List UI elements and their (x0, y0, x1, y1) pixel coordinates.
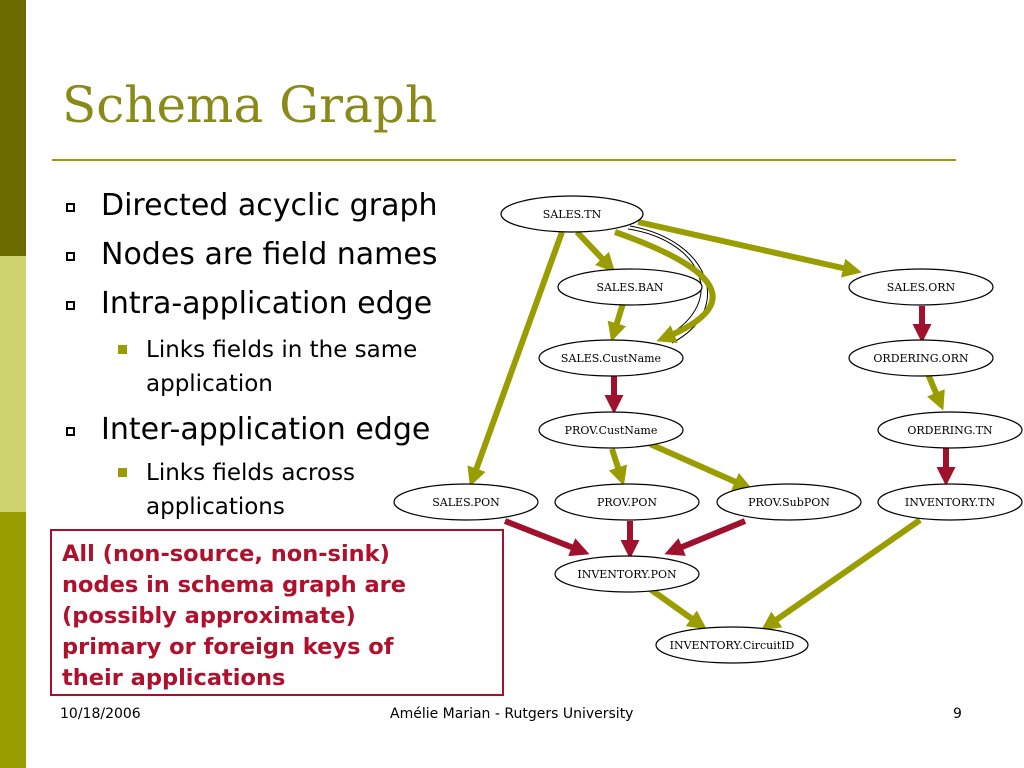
node-inventory-pon: INVENTORY.PON (554, 555, 700, 593)
sub-bullet-intra-line1: Links fields in the same (146, 337, 418, 363)
footer-date: 10/18/2006 (60, 706, 141, 722)
sidebar-block-light (0, 256, 26, 512)
bullet-nodes: Nodes are field names (101, 237, 438, 272)
edge-inter (608, 448, 628, 486)
sub-bullet-inter-line2: applications (146, 494, 285, 520)
svg-text:SALES.ORN: SALES.ORN (887, 281, 956, 294)
edge-inter (467, 230, 565, 487)
bullet-intra-edge: Intra-application edge (101, 286, 433, 321)
svg-text:SALES.CustName: SALES.CustName (561, 352, 661, 365)
sidebar-block-mid (0, 512, 26, 768)
node-inventory-tn: INVENTORY.TN (877, 483, 1023, 521)
bullet-marker (66, 203, 75, 212)
callout-line: nodes in schema graph are (62, 572, 406, 598)
bullet-dag: Directed acyclic graph (101, 188, 438, 223)
node-sales-orn: SALES.ORN (848, 268, 994, 306)
sub-bullet-marker (118, 468, 127, 477)
callout-line: their applications (62, 665, 286, 691)
bullet-marker (66, 427, 75, 436)
sidebar-accent (0, 0, 26, 768)
sidebar-block-dark (0, 0, 26, 256)
svg-text:PROV.SubPON: PROV.SubPON (748, 496, 830, 509)
callout-box: All (non-source, non-sink) nodes in sche… (50, 529, 504, 696)
svg-text:SALES.BAN: SALES.BAN (596, 281, 663, 294)
bullet-marker (66, 252, 75, 261)
node-ordering-tn: ORDERING.TN (877, 411, 1023, 449)
node-sales-pon: SALES.PON (393, 483, 539, 521)
svg-text:PROV.PON: PROV.PON (597, 496, 657, 509)
callout-line: primary or foreign keys of (62, 634, 394, 660)
callout-line: (possibly approximate) (62, 603, 356, 629)
edge-inter (648, 441, 753, 491)
node-inventory-circuitid: INVENTORY.CircuitID (655, 626, 809, 664)
edge-inter (614, 229, 716, 344)
node-sales-ban: SALES.BAN (557, 268, 703, 306)
edge-inter (607, 299, 627, 342)
svg-text:INVENTORY.TN: INVENTORY.TN (905, 496, 996, 509)
svg-text:SALES.PON: SALES.PON (432, 496, 500, 509)
node-prov-subpon: PROV.SubPON (716, 483, 862, 521)
svg-text:INVENTORY.PON: INVENTORY.PON (577, 568, 677, 581)
node-sales-custname: SALES.CustName (538, 339, 684, 377)
edge-inter (648, 586, 707, 630)
bullet-inter-edge: Inter-application edge (101, 412, 431, 447)
edge-inter (761, 517, 922, 631)
svg-text:INVENTORY.CircuitID: INVENTORY.CircuitID (670, 639, 795, 652)
footer-page-number: 9 (953, 706, 962, 722)
sub-bullet-intra-line2: application (146, 371, 273, 397)
edge-intra (664, 518, 747, 556)
node-prov-custname: PROV.CustName (538, 411, 684, 449)
sub-bullet-inter-line1: Links fields across (146, 460, 356, 486)
callout-line: All (non-source, non-sink) (62, 541, 390, 567)
node-sales-tn: SALES.TN (500, 195, 644, 233)
edge-inter (574, 229, 616, 273)
node-prov-pon: PROV.PON (554, 483, 700, 521)
node-ordering-orn: ORDERING.ORN (848, 339, 994, 377)
svg-text:PROV.CustName: PROV.CustName (565, 424, 658, 437)
edge-inter (637, 219, 862, 278)
title-divider (52, 159, 956, 161)
svg-text:SALES.TN: SALES.TN (543, 208, 602, 221)
bullet-marker (66, 301, 75, 310)
svg-text:ORDERING.TN: ORDERING.TN (907, 424, 993, 437)
slide-title: Schema Graph (62, 76, 438, 134)
footer-author: Amélie Marian - Rutgers University (390, 706, 634, 722)
svg-text:ORDERING.ORN: ORDERING.ORN (873, 352, 969, 365)
edge-intra (503, 518, 590, 557)
edge-inter (925, 372, 945, 411)
sub-bullet-marker (118, 345, 127, 354)
